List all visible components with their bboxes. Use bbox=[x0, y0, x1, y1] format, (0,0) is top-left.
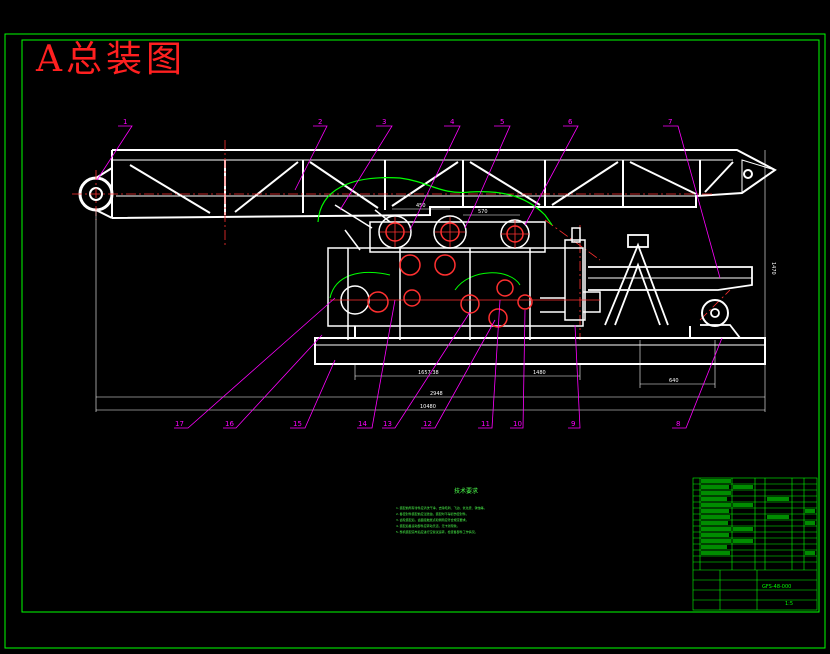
cover-outline bbox=[317, 177, 553, 226]
callout-13: 13 bbox=[383, 420, 392, 428]
base-frame bbox=[314, 326, 766, 365]
dim-bottom-1: 1657.38 bbox=[418, 370, 439, 376]
dim-bottom-2: 1480 bbox=[533, 370, 546, 376]
callout-4: 4 bbox=[450, 118, 455, 126]
callout-11: 11 bbox=[481, 420, 490, 428]
callout-7: 7 bbox=[668, 118, 672, 126]
boom-centerlines bbox=[72, 140, 731, 340]
callout-15: 15 bbox=[293, 420, 302, 428]
scale-value: 1:5 bbox=[785, 601, 793, 607]
leader-lines bbox=[96, 125, 723, 429]
callout-10: 10 bbox=[513, 420, 522, 428]
dim-overall-2: 10480 bbox=[420, 404, 436, 410]
callout-5: 5 bbox=[500, 118, 504, 126]
dim-450: 450 bbox=[416, 203, 426, 209]
dim-overall-1: 2948 bbox=[430, 391, 443, 397]
callout-14: 14 bbox=[358, 420, 367, 428]
callout-9: 9 bbox=[571, 420, 575, 428]
truss-boom bbox=[78, 149, 777, 219]
dim-height: 1470 bbox=[770, 262, 776, 275]
dimension-texts: 450 570 1470 1657.38 1480 640 2948 10480 bbox=[416, 203, 776, 410]
notes-line: 5.整机装配完毕后应进行空载试运转，检查各部件工作情况。 bbox=[396, 530, 478, 534]
notes-line: 1.装配前所有零件应清洗干净，去除毛刺、飞边、氧化皮、锈蚀等。 bbox=[396, 506, 487, 510]
callout-1: 1 bbox=[123, 118, 127, 126]
technical-notes: 技术要求 1.装配前所有零件应清洗干净，去除毛刺、飞边、氧化皮、锈蚀等。 2.各… bbox=[396, 486, 536, 535]
notes-heading: 技术要求 bbox=[453, 488, 478, 495]
flywheel-guard bbox=[329, 271, 521, 299]
notes-line: 4.装配后各运动部件应转动灵活，无卡滞现象。 bbox=[396, 524, 460, 528]
callout-8: 8 bbox=[676, 420, 680, 428]
callout-3: 3 bbox=[382, 118, 386, 126]
title-block bbox=[692, 477, 818, 611]
title-block-fills bbox=[701, 479, 815, 555]
drawing-code: GFS-48-000 bbox=[762, 584, 791, 590]
dimension-lines bbox=[95, 150, 766, 412]
dim-bottom-3: 640 bbox=[669, 378, 679, 384]
callout-16: 16 bbox=[225, 420, 234, 428]
callout-numbers: 1 2 3 4 5 6 7 8 9 10 11 12 13 14 15 16 1… bbox=[123, 118, 680, 428]
outer-frame bbox=[4, 33, 826, 649]
inner-frame bbox=[21, 39, 820, 613]
callout-2: 2 bbox=[318, 118, 322, 126]
a-frame-support bbox=[588, 234, 753, 339]
title-block-text: GFS-48-000 1:5 bbox=[762, 584, 793, 607]
notes-line: 3.齿轮装配后，齿面接触斑点和侧隙应符合规定要求。 bbox=[396, 518, 469, 522]
notes-line: 2.各密封件装配前应浸透油，装配时不得损伤密封件。 bbox=[396, 512, 469, 516]
callout-17: 17 bbox=[175, 420, 184, 428]
callout-12: 12 bbox=[423, 420, 432, 428]
dim-570: 570 bbox=[478, 209, 488, 215]
callout-6: 6 bbox=[568, 118, 573, 126]
drawing-title: A总装图 bbox=[36, 39, 186, 80]
gear-crosshairs bbox=[330, 217, 600, 301]
